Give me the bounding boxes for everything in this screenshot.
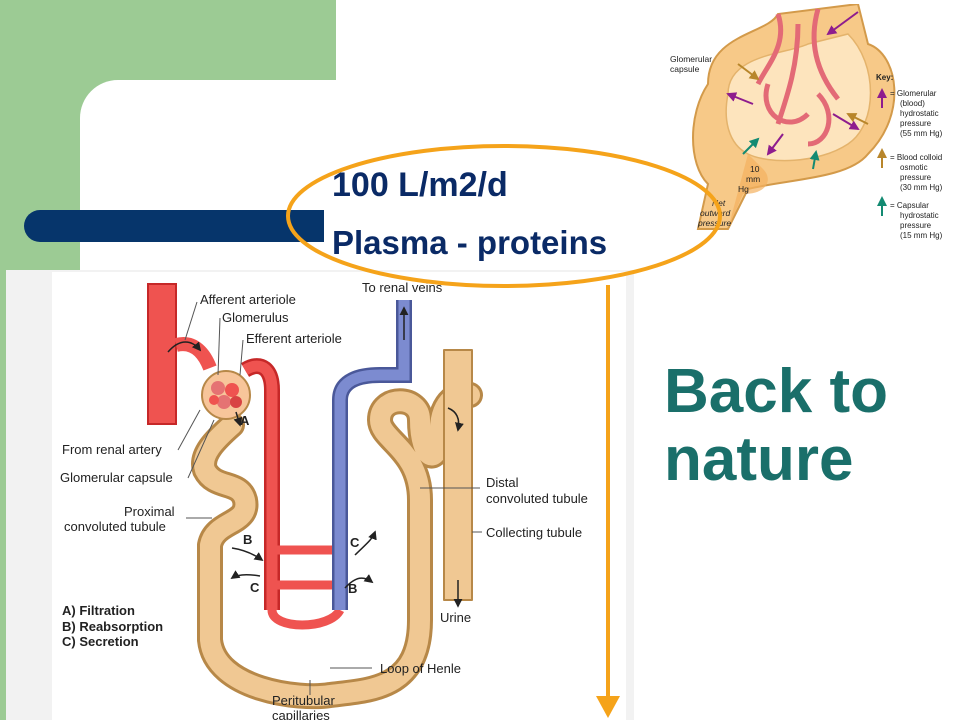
inset-capsule-label-2: capsule bbox=[670, 64, 700, 74]
key-colloid-line4: (30 mm Hg) bbox=[900, 183, 943, 192]
key-title: Key: bbox=[876, 73, 893, 82]
proximal-label-line1: Proximal bbox=[124, 504, 175, 519]
proximal-label-line2: convoluted tubule bbox=[64, 519, 166, 534]
callout-ellipse bbox=[286, 144, 722, 288]
label-leaders bbox=[177, 301, 482, 695]
peritubular-label-line2: capillaries bbox=[272, 708, 330, 720]
filtration-rate-text: 100 L/m2/d bbox=[332, 166, 508, 204]
key-capsular-line3: pressure bbox=[900, 221, 932, 230]
key-capsular-line2: hydrostatic bbox=[900, 211, 939, 220]
marker-a: A bbox=[240, 413, 250, 428]
key-colloid-line2: osmotic bbox=[900, 163, 928, 172]
pressure-arrows bbox=[726, 11, 869, 170]
marker-b-left: B bbox=[243, 532, 252, 547]
key-glom-line5: (55 mm Hg) bbox=[900, 129, 943, 138]
key-capsular-line4: (15 mm Hg) bbox=[900, 231, 943, 240]
renal-veins-label: To renal veins bbox=[362, 280, 443, 295]
filtrate-content-text: Plasma - proteins bbox=[332, 224, 608, 261]
title-accent-bar bbox=[24, 210, 324, 242]
urine-label: Urine bbox=[440, 610, 471, 625]
glomerulus-label: Glomerulus bbox=[222, 310, 289, 325]
inset-net-6: pressure bbox=[697, 218, 731, 228]
inset-capsule-label-1: Glomerular bbox=[670, 54, 712, 64]
inset-net-4: Net bbox=[712, 198, 726, 208]
key-colloid-line3: pressure bbox=[900, 173, 932, 182]
key-capsular-line1: = Capsular bbox=[890, 201, 929, 210]
inset-net-1: 10 bbox=[750, 164, 760, 174]
marker-b-right: B bbox=[348, 581, 357, 596]
key-glom-line1: = Glomerular bbox=[890, 89, 937, 98]
key-glom-line3: hydrostatic bbox=[900, 109, 939, 118]
renal-tubule bbox=[191, 349, 483, 710]
marker-c-left: C bbox=[250, 580, 260, 595]
afferent-arteriole-label: Afferent arteriole bbox=[200, 292, 296, 307]
renal-artery-label: From renal artery bbox=[62, 442, 162, 457]
key-glom-line2: (blood) bbox=[900, 99, 925, 108]
inset-net-3: Hg bbox=[738, 184, 749, 194]
glomerulus-inset: Glomerular capsule 10 mm Hg Net outward … bbox=[670, 4, 943, 240]
loop-of-henle-label: Loop of Henle bbox=[380, 661, 461, 676]
back-to-nature-line2: nature bbox=[664, 425, 854, 494]
peritubular-label-line1: Peritubular bbox=[272, 693, 336, 708]
distal-label-line2: convoluted tubule bbox=[486, 491, 588, 506]
pressure-key: Key: = Glomerular (blood) hydrostatic pr… bbox=[876, 73, 943, 240]
back-to-nature-heading: Back to nature bbox=[664, 358, 944, 494]
peritubular-capillary-arterial bbox=[240, 358, 345, 630]
key-colloid-line1: = Blood colloid bbox=[890, 153, 942, 162]
legend-reabsorption: B) Reabsorption bbox=[62, 619, 163, 634]
legend-filtration: A) Filtration bbox=[62, 603, 135, 618]
legend-secretion: C) Secretion bbox=[62, 634, 139, 649]
back-to-nature-line1: Back to bbox=[664, 357, 888, 426]
efferent-arteriole-label: Efferent arteriole bbox=[246, 331, 342, 346]
flow-arrows bbox=[167, 306, 464, 608]
distal-label-line1: Distal bbox=[486, 475, 519, 490]
marker-c-right: C bbox=[350, 535, 360, 550]
collecting-tubule-label: Collecting tubule bbox=[486, 525, 582, 540]
inset-net-5: outward bbox=[700, 208, 731, 218]
glomerular-capillaries bbox=[755, 8, 840, 147]
key-glom-line4: pressure bbox=[900, 119, 932, 128]
glomerulus bbox=[201, 370, 251, 420]
renal-vein bbox=[332, 300, 412, 610]
glomerular-capsule-label: Glomerular capsule bbox=[60, 470, 173, 485]
callout-arrow-head bbox=[596, 696, 620, 718]
inset-net-2: mm bbox=[746, 174, 760, 184]
